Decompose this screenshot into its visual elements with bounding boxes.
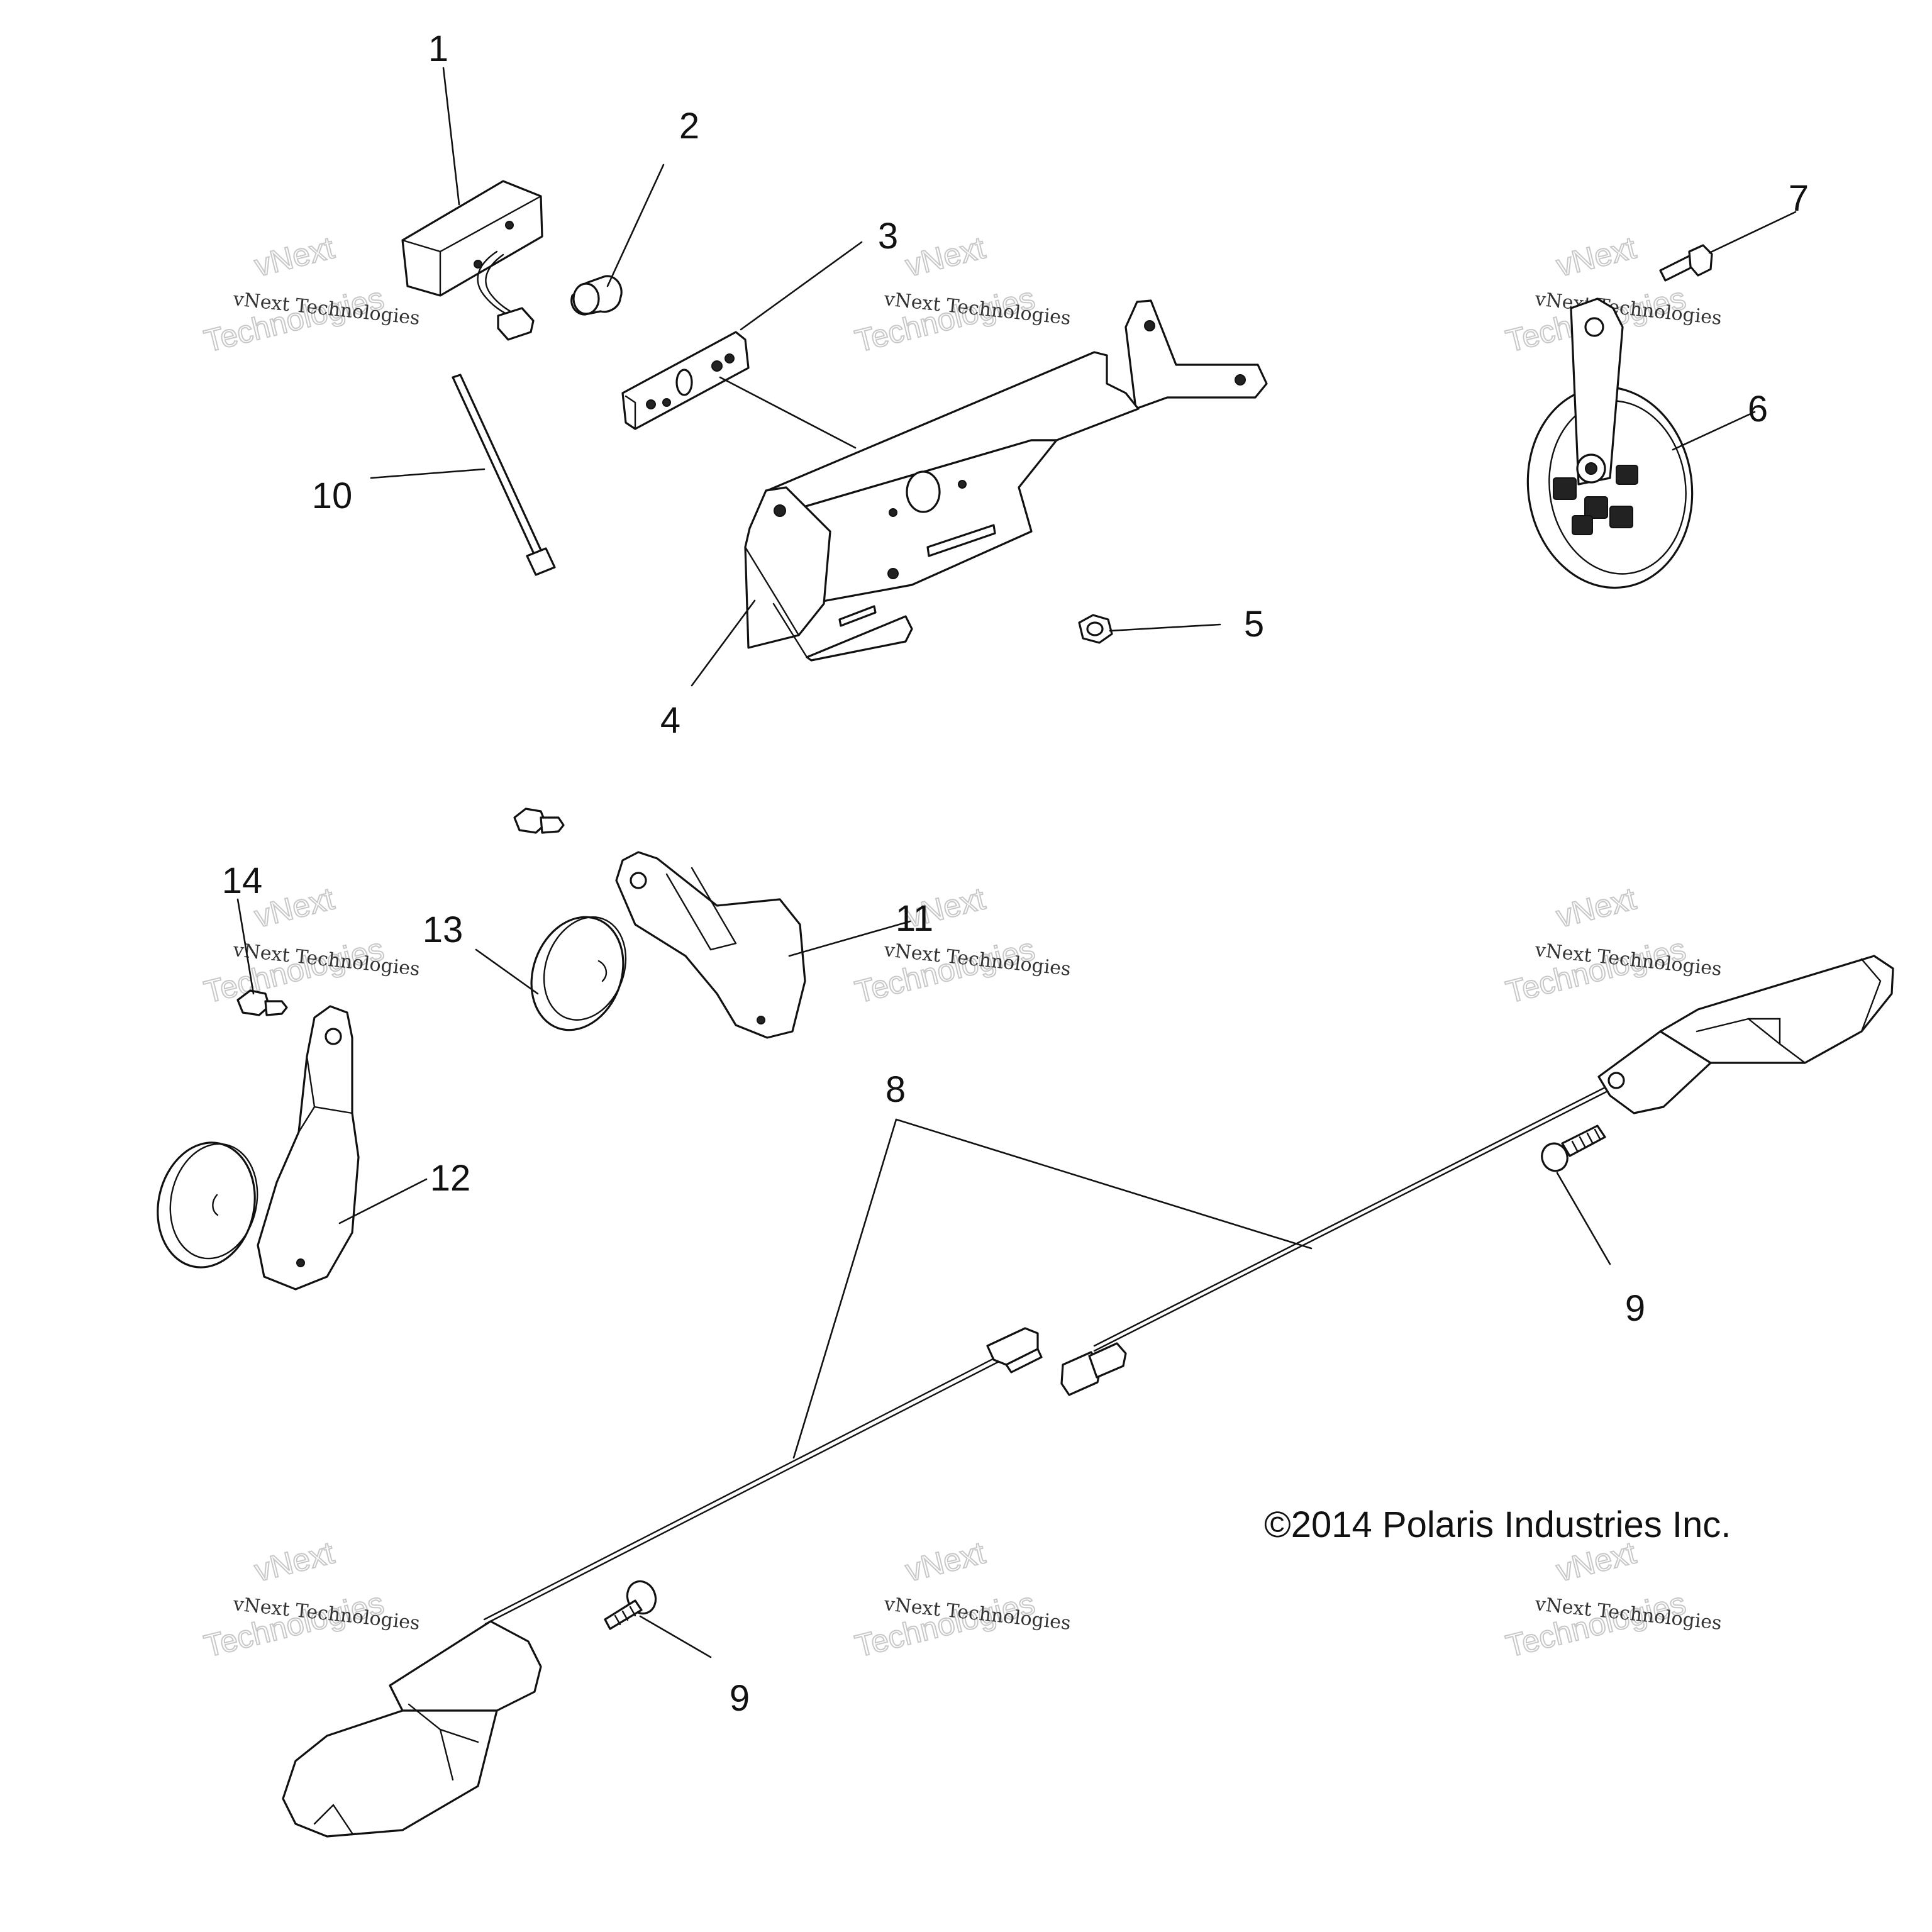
leader-12 <box>338 1178 428 1224</box>
part-7-bolt <box>1659 244 1713 282</box>
part-8-turn-signal-left <box>282 1327 1043 1838</box>
callout-12: 12 <box>430 1158 471 1199</box>
part-1-plate-light <box>401 180 543 341</box>
part-6-horn <box>1526 297 1694 589</box>
part-10-cable-tie <box>452 374 556 576</box>
part-12-reflector <box>157 1141 258 1269</box>
leader-5 <box>1109 623 1221 632</box>
svg-text:vNext: vNext <box>251 1535 338 1588</box>
svg-text:vNext: vNext <box>1553 230 1640 283</box>
leader-3 <box>740 241 863 331</box>
watermark-tile: vNext Technologies vNext Technologies <box>200 1534 421 1664</box>
callout-7: 7 <box>1789 178 1809 219</box>
svg-text:vNext: vNext <box>902 1535 989 1588</box>
leader-lines <box>236 67 1797 1658</box>
part-11-reflector-bracket <box>615 851 806 1039</box>
leader-6 <box>1672 411 1756 451</box>
leader-7 <box>1708 211 1797 254</box>
part-8-turn-signal-right <box>1060 955 1894 1396</box>
leader-2 <box>606 164 665 287</box>
callout-9-right: 9 <box>1625 1288 1645 1329</box>
watermark-tile: vNext Technologies vNext Technologies <box>851 880 1072 1010</box>
leader-8a <box>792 1118 897 1459</box>
part-2-spacer <box>570 275 623 316</box>
leader-13 <box>475 948 539 995</box>
callout-5: 5 <box>1244 604 1264 645</box>
part-9-screw-left <box>604 1580 657 1630</box>
leader-11 <box>788 920 911 957</box>
part-14-bolt <box>236 989 288 1016</box>
svg-text:vNext: vNext <box>251 880 338 934</box>
svg-text:vNext: vNext <box>251 230 338 283</box>
watermark-tile: vNext Technologies vNext Technologies <box>200 229 421 359</box>
callout-9-left: 9 <box>730 1678 750 1719</box>
callout-8: 8 <box>886 1069 906 1110</box>
part-4-main-bracket <box>744 299 1268 662</box>
callout-11: 11 <box>896 898 933 939</box>
callout-2: 2 <box>679 106 699 147</box>
leader-3b <box>719 376 857 449</box>
part-3-bracket-plate <box>621 331 750 430</box>
leader-9a <box>1556 1172 1611 1265</box>
watermark-tile: vNext Technologies vNext Technologies <box>1502 1534 1723 1664</box>
callout-10: 10 <box>312 475 353 516</box>
callout-6: 6 <box>1748 389 1768 430</box>
leader-14 <box>236 898 255 995</box>
leader-8b <box>895 1118 1313 1250</box>
leader-1 <box>442 67 460 206</box>
callout-14: 14 <box>222 860 263 901</box>
part-5-nut <box>1078 614 1113 644</box>
leader-10 <box>370 468 486 479</box>
watermark-tile: vNext Technologies vNext Technologies <box>851 1534 1072 1664</box>
callout-13: 13 <box>423 909 464 950</box>
part-13-reflector <box>530 916 627 1031</box>
leader-4 <box>691 599 756 687</box>
callout-1: 1 <box>428 28 448 69</box>
copyright-notice: ©2014 Polaris Industries Inc. <box>1264 1504 1731 1545</box>
part-9-screw-right <box>1541 1124 1606 1172</box>
callout-4: 4 <box>660 700 680 741</box>
part-12-reflector-bracket <box>257 1005 360 1291</box>
svg-text:vNext: vNext <box>902 230 989 283</box>
svg-text:vNext: vNext <box>1553 880 1640 934</box>
part-small-bolt-upper <box>513 808 565 834</box>
callout-3: 3 <box>878 216 898 257</box>
leader-9b <box>639 1615 712 1658</box>
callout-labels: 1 2 3 4 5 6 7 8 9 9 10 11 12 13 14 <box>222 28 1809 1719</box>
watermark-tile: vNext Technologies vNext Technologies <box>1502 880 1723 1010</box>
